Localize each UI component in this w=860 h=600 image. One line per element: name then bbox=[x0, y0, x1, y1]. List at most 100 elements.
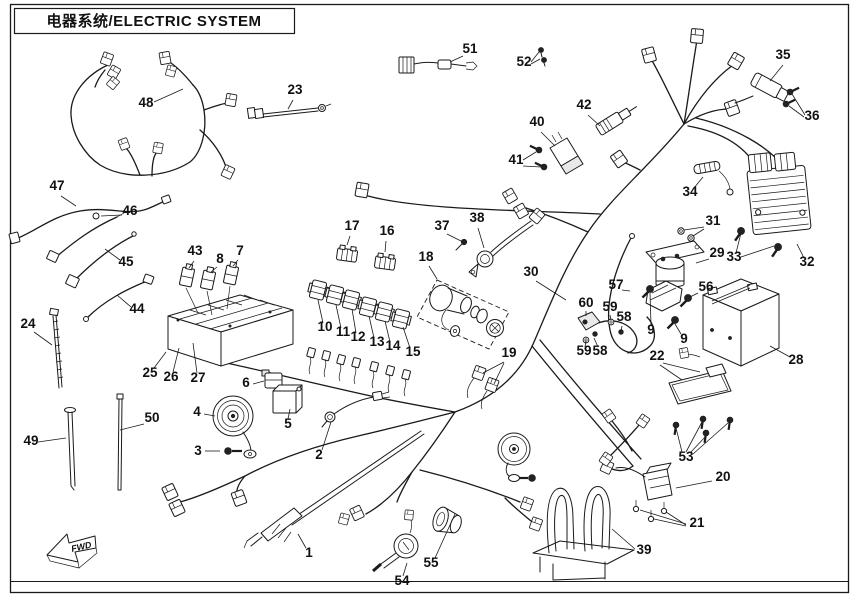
leader-line bbox=[675, 427, 683, 453]
leader-line bbox=[791, 93, 806, 116]
title-box: 电器系统/ELECTRIC SYSTEM bbox=[13, 7, 296, 35]
callout-54: 54 bbox=[394, 562, 410, 588]
part-number: 14 bbox=[385, 338, 401, 353]
cable-51 bbox=[398, 56, 478, 74]
callout-35: 35 bbox=[769, 47, 791, 82]
leader-line bbox=[611, 528, 636, 550]
callout-19: 19 bbox=[482, 345, 517, 385]
bracket-60 bbox=[577, 311, 624, 344]
callout-5: 5 bbox=[284, 408, 292, 431]
part-number: 25 bbox=[142, 365, 158, 380]
callout-27: 27 bbox=[190, 342, 206, 385]
stud-24 bbox=[49, 307, 64, 389]
part-number: 40 bbox=[529, 114, 544, 129]
leader-line bbox=[287, 408, 291, 420]
leader-line bbox=[735, 232, 742, 254]
part-number: 17 bbox=[344, 218, 359, 233]
part-number: 34 bbox=[682, 184, 698, 199]
part-number: 38 bbox=[469, 210, 485, 225]
callout-59: 59 bbox=[576, 340, 592, 358]
callout-12: 12 bbox=[350, 308, 366, 344]
callout-58: 58 bbox=[616, 309, 632, 332]
callout-8: 8 bbox=[210, 251, 224, 273]
part-number: 21 bbox=[689, 515, 705, 530]
leader-line bbox=[119, 423, 145, 431]
callout-13: 13 bbox=[368, 315, 385, 349]
callout-33: 33 bbox=[726, 232, 775, 264]
leader-line bbox=[692, 228, 705, 237]
leader-line bbox=[402, 562, 408, 577]
callout-2: 2 bbox=[315, 421, 332, 462]
callout-46: 46 bbox=[100, 203, 138, 218]
leader-line bbox=[587, 114, 601, 127]
voltage-regulator bbox=[746, 151, 812, 236]
part-number: 29 bbox=[709, 245, 724, 260]
leader-line bbox=[321, 421, 332, 451]
leader-line bbox=[252, 380, 265, 385]
relays-7-8-43 bbox=[178, 260, 241, 316]
leader-line bbox=[60, 195, 77, 207]
callout-20: 20 bbox=[675, 469, 731, 489]
part-number: 59 bbox=[576, 343, 591, 358]
leader-line bbox=[653, 518, 687, 527]
leader-line bbox=[662, 362, 701, 373]
leader-line bbox=[674, 323, 682, 335]
part-number: 33 bbox=[726, 249, 742, 264]
leader-line bbox=[203, 413, 216, 417]
callout-21: 21 bbox=[639, 509, 705, 530]
leader-line bbox=[788, 105, 805, 118]
part-number: 58 bbox=[616, 309, 632, 324]
relay-20 bbox=[615, 462, 673, 501]
callout-9: 9 bbox=[647, 292, 655, 337]
callout-6: 6 bbox=[242, 375, 265, 390]
cable-44 bbox=[83, 273, 155, 322]
callout-50: 50 bbox=[119, 410, 160, 431]
part-number: 9 bbox=[680, 331, 688, 346]
part-number: 42 bbox=[576, 97, 591, 112]
sensor-42 bbox=[595, 106, 638, 136]
leader-line bbox=[685, 421, 703, 453]
leader-line bbox=[659, 364, 683, 381]
callout-41: 41 bbox=[508, 151, 542, 168]
callout-59: 59 bbox=[602, 299, 618, 321]
callout-22: 22 bbox=[649, 348, 701, 381]
leader-line bbox=[540, 131, 556, 147]
page-title: 电器系统/ELECTRIC SYSTEM bbox=[46, 12, 261, 30]
part-number: 48 bbox=[138, 95, 154, 110]
part-number: 22 bbox=[649, 348, 664, 363]
leader-line bbox=[482, 361, 505, 374]
part-number: 20 bbox=[715, 469, 730, 484]
leader-line bbox=[104, 248, 121, 261]
leader-line bbox=[172, 347, 180, 373]
callout-56: 56 bbox=[689, 279, 714, 298]
part-number: 51 bbox=[462, 41, 478, 56]
leader-line bbox=[335, 304, 342, 329]
part-number: 18 bbox=[418, 249, 434, 264]
leader-line bbox=[639, 509, 687, 525]
part-number: 13 bbox=[369, 334, 385, 349]
callout-53: 53 bbox=[675, 421, 729, 464]
leader-line bbox=[593, 337, 599, 348]
part-number: 2 bbox=[315, 447, 323, 462]
leader-line bbox=[535, 280, 567, 301]
callout-16: 16 bbox=[379, 223, 395, 253]
part-number: 16 bbox=[379, 223, 395, 238]
starter-relay-29 bbox=[645, 240, 705, 312]
main-wiring-harness bbox=[161, 28, 786, 532]
callout-14: 14 bbox=[384, 320, 401, 353]
flasher-5 bbox=[272, 384, 303, 414]
part-number: 5 bbox=[284, 416, 292, 431]
part-number: 46 bbox=[122, 203, 138, 218]
leader-line bbox=[297, 533, 307, 549]
strap-bracket-39 bbox=[532, 486, 635, 581]
part-number: 43 bbox=[187, 243, 203, 258]
cable-23 bbox=[246, 103, 332, 120]
leader-line bbox=[796, 243, 805, 259]
leader-line bbox=[689, 435, 707, 454]
callout-42: 42 bbox=[576, 97, 601, 127]
leader-line bbox=[693, 176, 704, 189]
callout-45: 45 bbox=[104, 248, 134, 269]
battery bbox=[702, 278, 780, 367]
callout-55: 55 bbox=[423, 513, 456, 570]
callout-47: 47 bbox=[49, 178, 77, 207]
